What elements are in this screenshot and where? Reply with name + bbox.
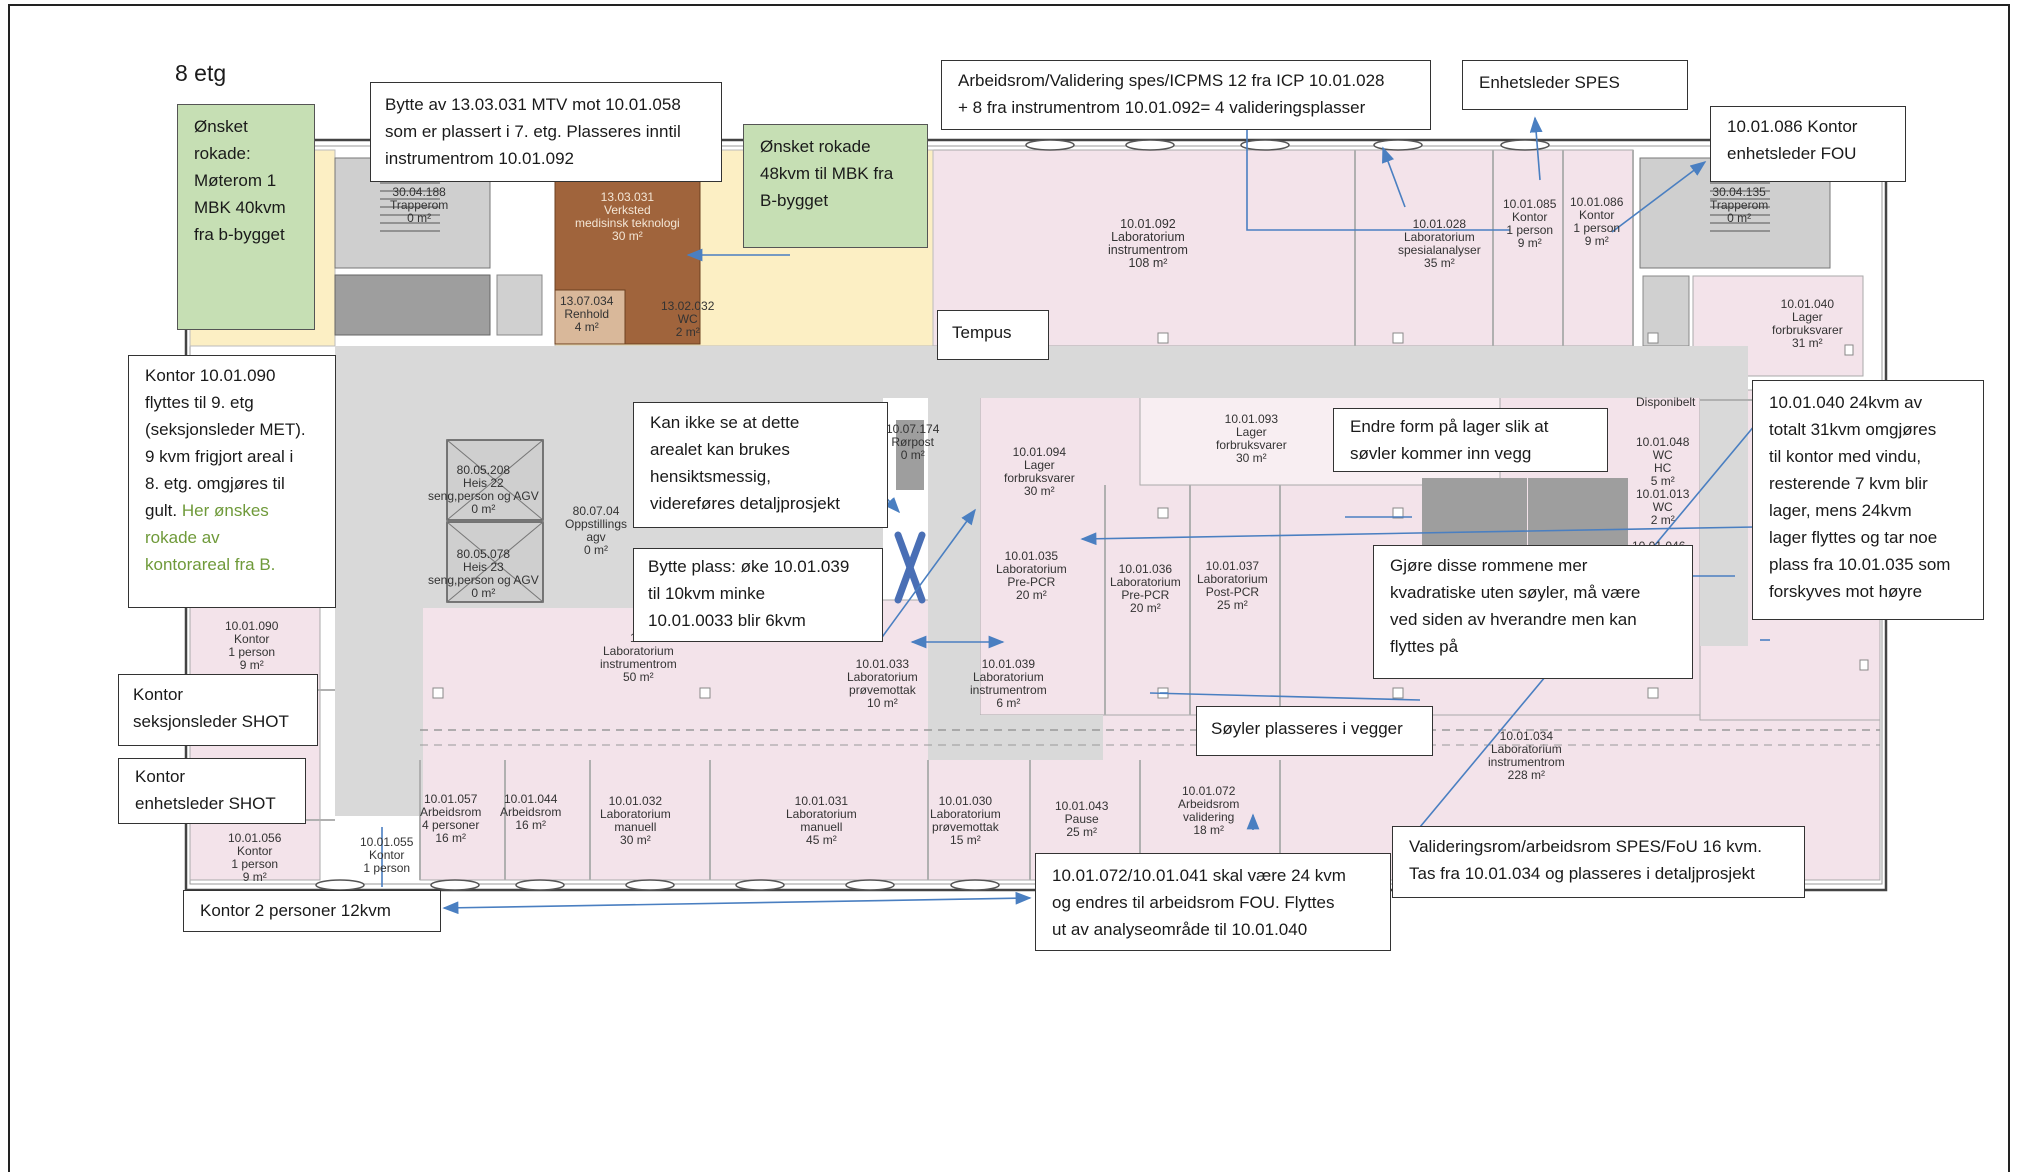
- frame-top: [8, 4, 2010, 6]
- room-label-10-01-031: 10.01.031 Laboratorium manuell 45 m²: [786, 794, 857, 847]
- stair-west-lower: [334, 274, 491, 336]
- room-label-10-01-044: 10.01.044 Arbeidsrom 16 m²: [500, 792, 562, 832]
- room-label-10-01-090: 10.01.090 Kontor 1 person 9 m²: [225, 619, 279, 672]
- room-label-10-01-032: 10.01.032 Laboratorium manuell 30 m²: [600, 794, 671, 847]
- block-rorpost: [896, 420, 924, 490]
- room-label-wc-13: 13.02.032 WC 2 m²: [661, 299, 715, 339]
- callout-kontor-2-personer: Kontor 2 personer 12kvm: [183, 890, 441, 932]
- callout-kontor-10-01-086: 10.01.086 Kontor enhetsleder FOU: [1710, 106, 1906, 182]
- room-label-10-01-094: 10.01.094 Lager forbruksvarer 30 m²: [1004, 445, 1075, 498]
- room-label-trapperom-east: 30.04.135 Trapperom 0 m²: [1710, 185, 1769, 225]
- shaft-west: [496, 274, 543, 336]
- callout-tempus: Tempus: [937, 310, 1049, 360]
- callout-kontor-10-01-090-text: Kontor 10.01.090 flyttes til 9. etg (sek…: [145, 366, 306, 520]
- room-label-rorpost: 10.07.174 Rørpost 0 m²: [886, 422, 940, 462]
- room-label-10-01-040: 10.01.040 Lager forbruksvarer 31 m²: [1772, 297, 1843, 350]
- corridor-center-vertical: [928, 398, 980, 718]
- room-label-heis-23: 80.05.078 Heis 23 seng,person og AGV 0 m…: [428, 547, 539, 600]
- room-label-10-01-085: 10.01.085 Kontor 1 person 9 m²: [1503, 197, 1557, 250]
- corridor-east-vertical: [1700, 346, 1748, 646]
- room-label-10-01-056: 10.01.056 Kontor 1 person 9 m²: [228, 831, 282, 884]
- callout-kontor-enhetsleder: Kontor enhetsleder SHOT: [118, 758, 306, 824]
- floor-title: 8 etg: [175, 60, 227, 86]
- room-label-10-01-086: 10.01.086 Kontor 1 person 9 m²: [1570, 195, 1624, 248]
- callout-onsket-rokade-moterom: Ønsket rokade: Møterom 1 MBK 40kvm fra b…: [177, 104, 315, 330]
- callout-bytte-13-03-031: Bytte av 13.03.031 MTV mot 10.01.058 som…: [370, 82, 722, 182]
- room-label-verksted: 13.03.031 Verksted medisinsk teknologi 3…: [575, 190, 680, 243]
- callout-gjore-rommene: Gjøre disse rommene mer kvadratiske uten…: [1373, 545, 1693, 679]
- corridor-north-service: [700, 346, 933, 398]
- room-label-10-01-048: 10.01.048 WC HC 5 m²: [1636, 435, 1690, 488]
- room-label-10-01-013: 10.01.013 WC 2 m²: [1636, 487, 1690, 527]
- frame-right: [2008, 4, 2010, 1172]
- room-label-10-01-037: 10.01.037 Laboratorium Post-PCR 25 m²: [1197, 559, 1268, 612]
- callout-kan-ikke-se: Kan ikke se at dette arealet kan brukes …: [633, 402, 888, 528]
- room-label-lab-instrumentrom-50: 10. Laboratorium instrumentrom 50 m²: [600, 632, 677, 684]
- room-label-10-01-036: 10.01.036 Laboratorium Pre-PCR 20 m²: [1110, 562, 1181, 615]
- callout-bytte-plass: Bytte plass: øke 10.01.039 til 10kvm min…: [633, 548, 883, 642]
- callout-arbeidsrom-validering: Arbeidsrom/Validering spes/ICPMS 12 fra …: [941, 60, 1431, 130]
- room-label-10-01-028: 10.01.028 Laboratorium spesialanalyser 3…: [1398, 217, 1481, 270]
- corridor-south: [928, 715, 1103, 760]
- room-label-10-01-093: 10.01.093 Lager forbruksvarer 30 m²: [1216, 412, 1287, 465]
- callout-kontor-10-01-090-highlight: Her ønskes rokade av kontorareal fra B.: [145, 501, 276, 574]
- room-label-10-01-030: 10.01.030 Laboratorium prøvemottak 15 m²: [930, 794, 1001, 847]
- room-label-10-01-072: 10.01.072 Arbeidsrom validering 18 m²: [1178, 784, 1240, 837]
- room-label-10-01-055: 10.01.055 Kontor 1 person: [360, 835, 414, 875]
- callout-lager-10-01-040: 10.01.040 24kvm av totalt 31kvm omgjøres…: [1752, 380, 1984, 620]
- room-renhold: [554, 289, 626, 345]
- room-label-10-01-092: 10.01.092 Laboratorium instrumentrom 108…: [1108, 217, 1188, 270]
- callout-endre-form: Endre form på lager slik at søvler komme…: [1333, 408, 1608, 472]
- room-label-10-01-039: 10.01.039 Laboratorium instrumentrom 6 m…: [970, 657, 1047, 710]
- callout-enhetsleder-spes: Enhetsleder SPES: [1462, 60, 1688, 110]
- room-label-10-01-035: 10.01.035 Laboratorium Pre-PCR 20 m²: [996, 549, 1067, 602]
- room-label-disponibelt: Disponibelt: [1636, 395, 1696, 409]
- room-label-10-01-043: 10.01.043 Pause 25 m²: [1055, 799, 1109, 839]
- callout-soyler: Søyler plasseres i vegger: [1196, 706, 1433, 756]
- room-label-renhold: 13.07.034 Renhold 4 m²: [560, 294, 614, 334]
- callout-valideringsrom: Valideringsrom/arbeidsrom SPES/FoU 16 kv…: [1392, 826, 1805, 898]
- corridor-west-vertical: [335, 346, 423, 816]
- room-label-trapperom-west: 30.04.188 Trapperom 0 m²: [390, 185, 449, 225]
- room-label-oppstillings: 80.07.04 Oppstillings agv 0 m²: [565, 504, 628, 557]
- frame-left: [8, 4, 10, 1172]
- callout-kontor-10-01-090: Kontor 10.01.090 flyttes til 9. etg (sek…: [128, 355, 336, 608]
- callout-onsket-rokade-48: Ønsket rokade 48kvm til MBK fra B-bygget: [743, 124, 928, 248]
- callout-arbeidsrom-fou: 10.01.072/10.01.041 skal være 24 kvm og …: [1035, 853, 1391, 951]
- room-label-10-01-057: 10.01.057 Arbeidsrom 4 personer 16 m²: [420, 792, 482, 845]
- room-label-10-01-033: 10.01.033 Laboratorium prøvemottak 10 m²: [847, 657, 918, 710]
- room-label-10-01-034: 10.01.034 Laboratorium instrumentrom 228…: [1488, 729, 1565, 782]
- room-label-heis-22: 80.05.208 Heis 22 seng,person og AGV 0 m…: [428, 463, 539, 516]
- connector-arrows: [381, 116, 1782, 915]
- callout-kontor-seksjonsleder: Kontor seksjonsleder SHOT: [118, 674, 318, 746]
